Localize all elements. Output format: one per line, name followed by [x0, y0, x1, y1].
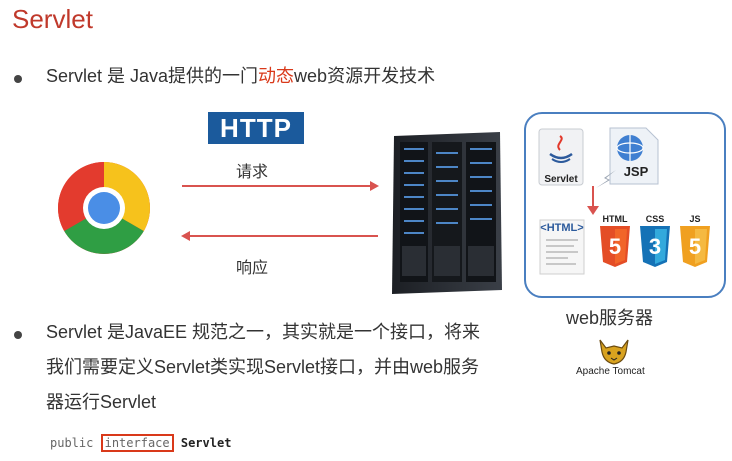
request-label: 请求	[236, 164, 269, 181]
js-number: 5	[688, 234, 702, 259]
bullet-2-dot	[14, 326, 22, 344]
bullet-1-text: Servlet 是 Java提供的一门动态web资源开发技术	[46, 62, 435, 88]
css3-number: 3	[648, 234, 662, 259]
request-arrow	[182, 181, 379, 191]
js-caption: JS	[689, 214, 701, 224]
html-tag-label: <HTML>	[540, 222, 584, 234]
response-arrow	[181, 231, 378, 241]
html-document-icon	[539, 219, 585, 275]
bullet-2-line-2: 我们需要定义Servlet类实现Servlet接口，并由web服务	[46, 357, 480, 377]
jsp-to-servlet-arrow	[596, 170, 616, 188]
bullet-1-highlight: 动态	[258, 66, 295, 86]
web-server-label: web服务器	[566, 308, 654, 328]
html5-shield-icon	[600, 226, 630, 267]
html5-number: 5	[608, 234, 622, 259]
tomcat-logo-icon	[599, 339, 629, 365]
css3-caption: CSS	[645, 214, 665, 224]
chrome-browser-icon	[58, 162, 150, 254]
jsp-label: JSP	[623, 164, 649, 179]
code-snippet: public interface Servlet	[50, 434, 232, 452]
servlet-icon	[538, 128, 584, 186]
code-interface-keyword: interface	[100, 434, 174, 452]
bullet-1-prefix: Servlet 是 Java提供的一门	[46, 66, 259, 86]
code-class-name: Servlet	[180, 436, 232, 450]
servlet-label: Servlet	[544, 174, 578, 185]
bullet-2-line-1: Servlet 是JavaEE 规范之一，其实就是一个接口，将来	[46, 322, 481, 342]
bullet-1-dot	[14, 70, 22, 88]
bullet-2-line-3: 器运行Servlet	[46, 392, 157, 412]
servlet-to-html-arrow	[587, 186, 599, 215]
html5-caption: HTML	[602, 214, 628, 224]
response-label: 响应	[236, 260, 269, 277]
js-shield-icon	[680, 226, 710, 267]
page-title: Servlet	[12, 4, 93, 34]
web-server-panel	[524, 112, 726, 298]
tomcat-label: Apache Tomcat	[576, 366, 645, 377]
server-rack-image	[392, 132, 502, 294]
code-public-keyword: public	[50, 436, 94, 450]
css3-shield-icon	[640, 226, 670, 267]
bullet-1-suffix: web资源开发技术	[294, 66, 436, 86]
jsp-icon	[609, 127, 659, 185]
http-badge: HTTP	[208, 112, 304, 144]
